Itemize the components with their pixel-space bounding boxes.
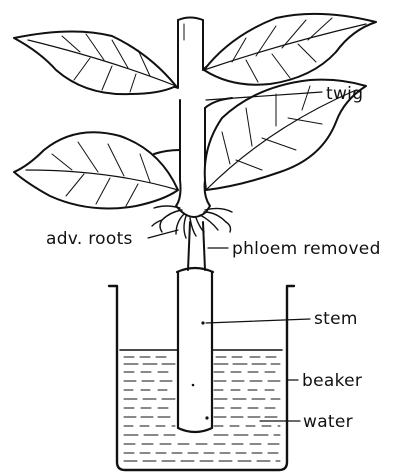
leaf-upper-right: [204, 14, 376, 85]
stem-label: stem: [314, 311, 358, 328]
stem-leader: [206, 319, 310, 323]
adv-roots-label: adv. roots: [46, 231, 133, 248]
water-label: water: [303, 414, 353, 431]
phloem-removed-label: phloem removed: [232, 241, 381, 258]
twig-label: twig: [326, 86, 363, 103]
leaf-upper-left: [14, 31, 176, 94]
leaf-lower-left: [14, 132, 178, 208]
adv-roots-leader: [148, 230, 178, 238]
stem: [177, 268, 213, 432]
beaker-label: beaker: [302, 373, 362, 390]
